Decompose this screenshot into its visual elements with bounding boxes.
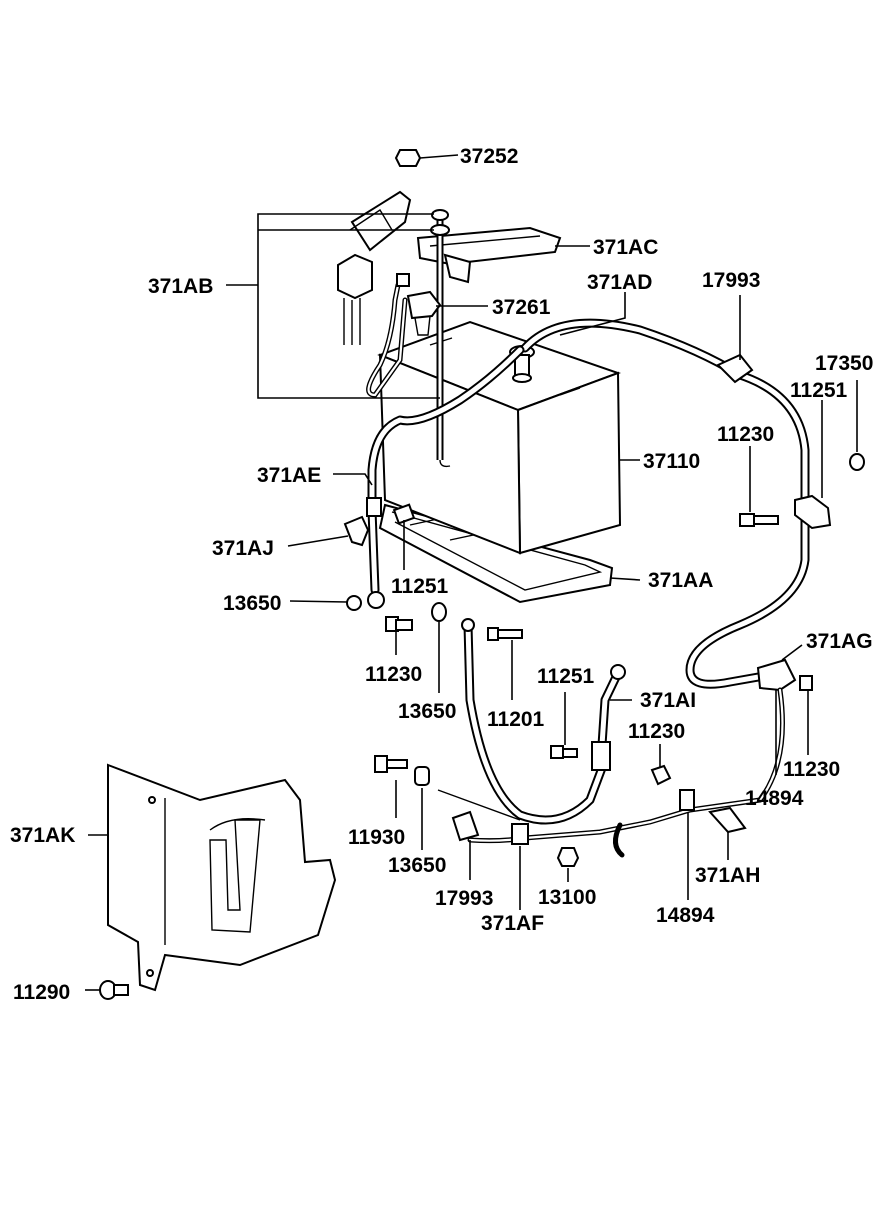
label-371AH: 371AH (695, 864, 760, 887)
bolt-11230-center (650, 764, 672, 786)
label-37110: 37110 (643, 450, 700, 473)
label-371AF: 371AF (481, 912, 544, 935)
relay-group-bracket (226, 213, 440, 399)
label-37252: 37252 (460, 145, 518, 168)
label-17993-low: 17993 (435, 887, 493, 910)
bracket-371AH (708, 806, 747, 834)
label-11230-right: 11230 (783, 758, 840, 781)
bolt-11201 (487, 627, 523, 641)
label-371AD: 371AD (587, 271, 652, 294)
hold-down-clamp (416, 209, 562, 468)
battery-negative-cable (366, 345, 525, 609)
wiring-harness (437, 687, 785, 858)
cable-clip-top (716, 353, 754, 384)
label-371AC: 371AC (593, 236, 658, 259)
label-13650-left: 13650 (223, 592, 281, 615)
washer-13650-mid (431, 602, 447, 622)
bolt-11930 (374, 755, 408, 773)
cable-clamp-right (794, 494, 832, 530)
bolt-11230-mid (739, 513, 779, 527)
label-17993-top: 17993 (702, 269, 760, 292)
label-371AB: 371AB (148, 275, 213, 298)
label-11230-center: 11230 (628, 720, 685, 743)
grommet-17350 (849, 453, 865, 471)
label-11251-left: 11251 (391, 575, 449, 598)
nut-13100 (556, 847, 580, 867)
label-11230-left: 11230 (365, 663, 422, 686)
battery-positive-cable (520, 318, 810, 689)
battery-cover (107, 763, 337, 992)
terminal-cover (343, 515, 370, 547)
washer-13650-left (346, 595, 362, 611)
label-11251-center: 11251 (537, 665, 595, 688)
label-11201: 11201 (487, 708, 545, 731)
leader-lines (85, 154, 858, 991)
battery-terminal (406, 290, 442, 336)
label-17350: 17350 (815, 352, 873, 375)
bolt-11251-center (550, 745, 578, 759)
label-371AE: 371AE (257, 464, 321, 487)
relay-assembly (337, 190, 412, 398)
label-37261: 37261 (492, 296, 551, 319)
screw-11290 (99, 980, 129, 1000)
washer-13650-low (414, 766, 430, 786)
label-371AK: 371AK (10, 824, 75, 847)
label-371AA: 371AA (648, 569, 713, 592)
label-11930: 11930 (348, 826, 405, 849)
bolt-11251-left (392, 503, 416, 525)
label-14894-low: 14894 (656, 904, 715, 927)
label-13650-mid: 13650 (398, 700, 456, 723)
label-11290: 11290 (13, 981, 70, 1004)
label-371AG: 371AG (806, 630, 873, 653)
label-371AJ: 371AJ (212, 537, 274, 560)
label-11230-mid: 11230 (717, 423, 774, 446)
ground-strap (591, 664, 626, 771)
part-number-labels: 37252 371AC 371AB 371AD 37261 17993 1735… (10, 145, 873, 1004)
bolt-11230-left (385, 616, 413, 632)
label-371AI: 371AI (640, 689, 696, 712)
ground-cable (461, 618, 610, 825)
label-11251-right: 11251 (790, 379, 848, 402)
label-13650-low: 13650 (388, 854, 446, 877)
label-14894-right: 14894 (745, 787, 804, 810)
nut-37252 (394, 149, 422, 167)
fuse-terminal (756, 658, 813, 692)
label-13100: 13100 (538, 886, 596, 909)
